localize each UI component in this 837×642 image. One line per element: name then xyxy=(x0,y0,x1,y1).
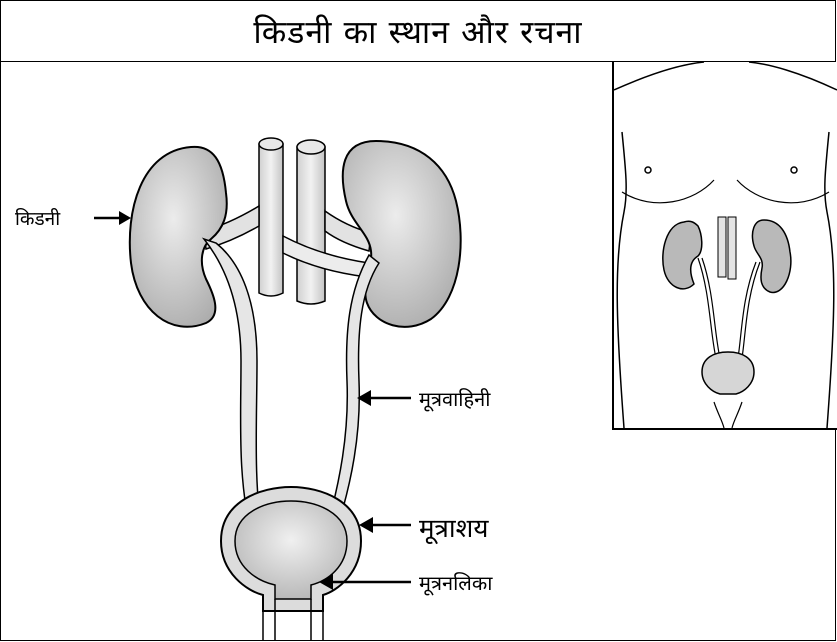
right-nipple xyxy=(791,167,797,173)
urethra-arrow xyxy=(319,574,411,590)
kidney-label: किडनी xyxy=(15,205,60,231)
inset-bladder xyxy=(702,352,754,394)
inset-right-kidney xyxy=(752,220,790,292)
body-location-inset xyxy=(612,62,837,430)
urethra-label: मूत्रनलिका xyxy=(419,569,492,596)
aorta-vessel xyxy=(259,138,283,296)
ureter-arrow xyxy=(357,390,411,406)
left-kidney xyxy=(130,147,227,327)
bladder xyxy=(221,487,361,611)
urinary-system-illustration xyxy=(1,1,612,640)
inset-left-kidney xyxy=(663,221,702,289)
left-nipple xyxy=(645,167,651,173)
kidney-arrow xyxy=(94,211,131,225)
ureter-label: मूत्रवाहिनी xyxy=(419,385,490,412)
bladder-label: मूत्राशय xyxy=(419,509,488,545)
torso-illustration xyxy=(614,62,837,428)
bladder-arrow xyxy=(359,517,411,533)
vena-cava-vessel xyxy=(297,140,325,304)
